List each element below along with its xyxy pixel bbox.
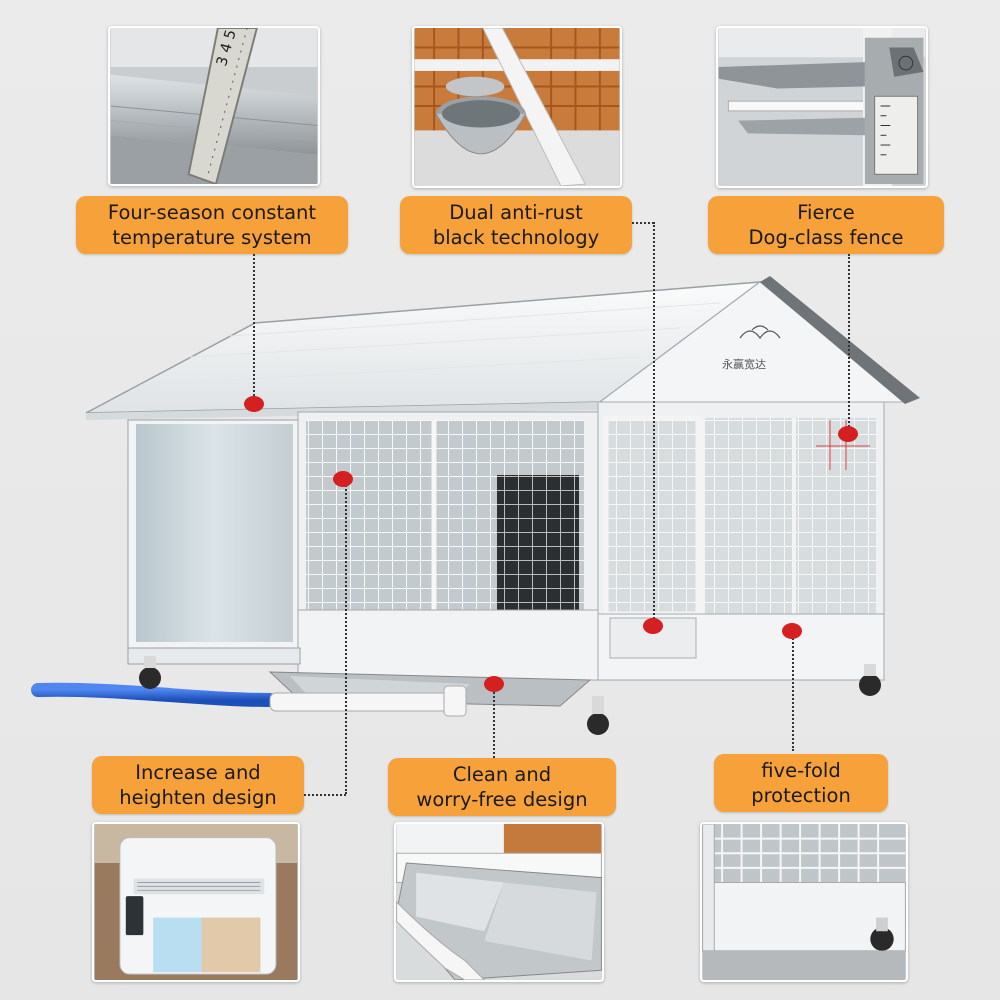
leader-heighten bbox=[345, 478, 347, 794]
gable-logo-text: 永赢宽达 bbox=[722, 357, 766, 371]
drain-tray-photo bbox=[394, 822, 604, 982]
wheel-base-photo bbox=[700, 822, 908, 982]
leader-fence bbox=[848, 254, 850, 434]
leader-temperature bbox=[253, 254, 255, 404]
callout-clean: Clean and worry-free design bbox=[388, 758, 616, 816]
steel-bowl-photo bbox=[412, 26, 622, 188]
pin-door bbox=[643, 618, 663, 634]
leader-heighten-bottom bbox=[304, 794, 346, 796]
pin-drain bbox=[484, 676, 504, 692]
leader-protection bbox=[792, 631, 794, 751]
callout-temperature: Four-season constant temperature system bbox=[76, 196, 348, 254]
callout-fence: Fierce Dog-class fence bbox=[708, 196, 944, 254]
leader-clean bbox=[493, 684, 495, 758]
air-conditioner-photo bbox=[92, 822, 300, 982]
pin-roof bbox=[244, 396, 264, 412]
callout-anti-rust: Dual anti-rust black technology bbox=[400, 196, 632, 254]
callout-heighten: Increase and heighten design bbox=[92, 756, 304, 814]
leader-anti-rust bbox=[653, 222, 655, 626]
pin-fence bbox=[838, 426, 858, 442]
caliper-photo bbox=[716, 26, 928, 188]
pin-base bbox=[782, 623, 802, 639]
pin-mesh bbox=[333, 471, 353, 487]
leader-anti-rust-top bbox=[632, 222, 654, 224]
callout-protection: five-fold protection bbox=[714, 754, 888, 812]
tape-measure-photo: 3 4 5 6 7 bbox=[108, 26, 320, 186]
